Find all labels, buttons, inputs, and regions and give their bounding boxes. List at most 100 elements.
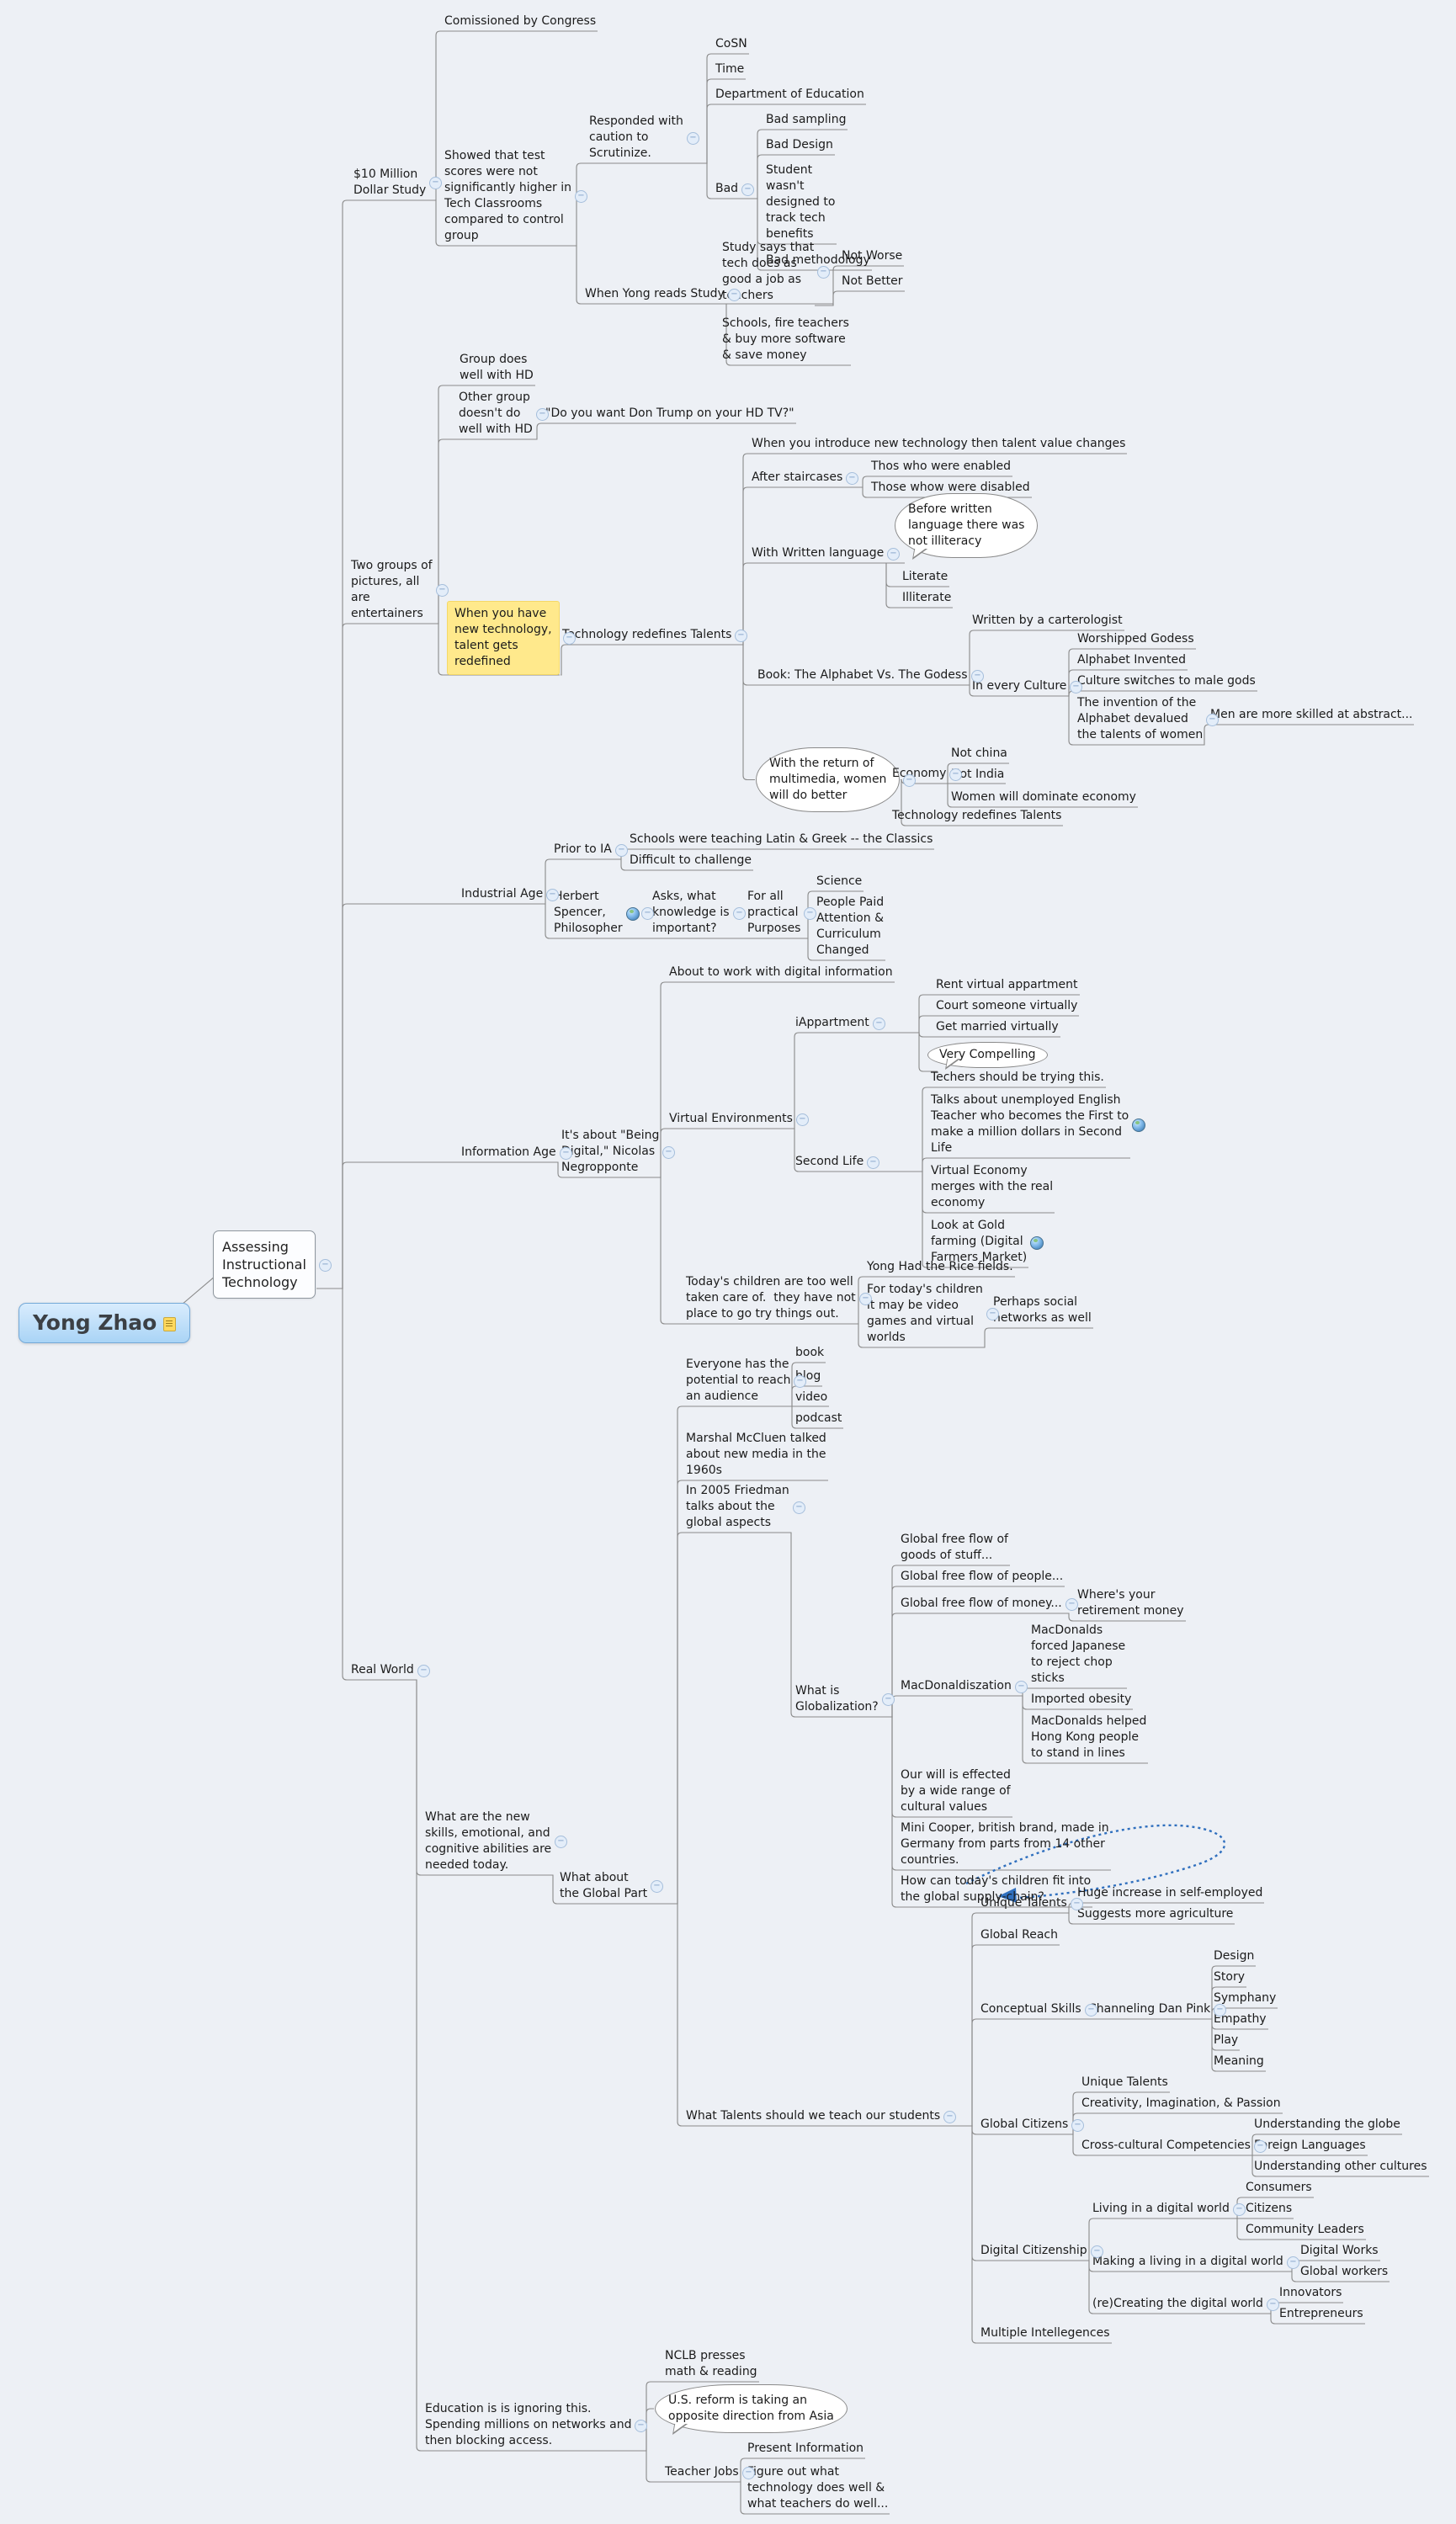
node-retn[interactable]: With the return of multimedia, women wil… — [756, 747, 901, 812]
collapse-icon-invn[interactable]: − — [1206, 713, 1219, 726]
node-inev[interactable]: In every Culture — [972, 679, 1067, 693]
globe-link-icon-herb[interactable] — [626, 906, 640, 921]
collapse-icon-tjob[interactable]: − — [742, 2466, 755, 2479]
node-stor[interactable]: Story — [1214, 1970, 1245, 1984]
globe-link-icon-talks[interactable] — [1132, 1119, 1145, 1132]
collapse-icon-mliv[interactable]: − — [1287, 2256, 1299, 2269]
node-balpha[interactable]: Book: The Alphabet Vs. The Godess — [757, 668, 968, 682]
node-wdom[interactable]: Women will dominate economy — [951, 790, 1136, 804]
node-psoc[interactable]: Perhaps social networks as well — [993, 1295, 1092, 1325]
node-cswitch[interactable]: Culture switches to male gods — [1077, 674, 1256, 688]
node-wtal[interactable]: What Talents should we teach our student… — [686, 2109, 941, 2123]
node-bstu[interactable]: Student wasn't designed to track tech be… — [766, 163, 836, 241]
collapse-icon-inev[interactable]: − — [1070, 680, 1082, 693]
note-icon[interactable] — [163, 1316, 177, 1331]
collapse-icon-iap[interactable]: − — [873, 1017, 885, 1030]
collapse-icon-balpha[interactable]: − — [971, 669, 984, 683]
node-rw[interactable]: Real World — [351, 1663, 414, 1676]
node-huge[interactable]: Huge increase in self-employed — [1077, 1886, 1263, 1900]
node-astair[interactable]: After staircases — [752, 470, 843, 484]
node-fall[interactable]: For all practical Purposes — [747, 890, 801, 935]
node-figu[interactable]: Figure out what technology does well & w… — [747, 2465, 889, 2511]
collapse-icon-edu[interactable]: − — [635, 2419, 647, 2432]
collapse-icon-retn[interactable]: − — [903, 773, 916, 787]
node-dtrump[interactable]: "Do you want Don Trump on your HD TV?" — [545, 406, 794, 420]
node-dept[interactable]: Department of Education — [715, 88, 864, 101]
node-howc[interactable]: How can today's children fit into the gl… — [901, 1874, 1092, 1904]
node-gcit[interactable]: Global Citizens — [980, 2118, 1069, 2131]
node-yrice[interactable]: Yong Had the Rice fields. — [867, 1260, 1013, 1273]
collapse-icon-ssays[interactable]: − — [817, 266, 830, 279]
node-ainv[interactable]: Alphabet Invented — [1077, 653, 1187, 667]
node-wisg[interactable]: What is Globalization? — [795, 1684, 879, 1714]
node-ppl[interactable]: People Paid Attention & Curriculum Chang… — [816, 895, 885, 957]
node-menm[interactable]: Men are more skilled at abstract... — [1210, 708, 1413, 721]
node-wher[interactable]: Where's your retirement money — [1077, 1588, 1184, 1618]
node-video[interactable]: video — [795, 1390, 828, 1404]
collapse-icon-dcit[interactable]: − — [1091, 2245, 1103, 2258]
node-flang[interactable]: Foreign Languages — [1254, 2139, 1366, 2152]
node-court[interactable]: Court someone virtually — [936, 999, 1078, 1012]
collapse-icon-pia[interactable]: − — [615, 843, 628, 857]
node-conc[interactable]: Conceptual Skills — [980, 2002, 1081, 2016]
collapse-icon-evry[interactable]: − — [794, 1374, 806, 1388]
node-ynew[interactable]: When you have new technology, talent get… — [447, 601, 560, 675]
node-cld[interactable]: Community Leaders — [1246, 2223, 1364, 2236]
node-ourw[interactable]: Our will is effected by a wide range of … — [901, 1768, 1011, 1814]
collapse-icon-liv[interactable]: − — [1233, 2203, 1246, 2216]
node-ia[interactable]: Industrial Age — [461, 887, 544, 901]
node-goods[interactable]: Global free flow of goods of stuff... — [901, 1533, 1008, 1562]
collapse-icon-chan[interactable]: − — [1214, 2003, 1226, 2017]
node-slat[interactable]: Schools were teaching Latin & Greek -- t… — [630, 832, 933, 846]
node-bad[interactable]: Bad — [715, 182, 739, 195]
node-crea[interactable]: Creativity, Imagination, & Passion — [1081, 2096, 1281, 2110]
collapse-icon-resp[interactable]: − — [687, 131, 699, 145]
node-being[interactable]: It's about "Being Digital," Nicolas Negr… — [561, 1129, 660, 1174]
collapse-icon-wtal[interactable]: − — [943, 2110, 956, 2123]
collapse-icon-tredef[interactable]: − — [735, 629, 747, 642]
node-sugg[interactable]: Suggests more agriculture — [1077, 1907, 1234, 1921]
collapse-icon-wyong[interactable]: − — [728, 288, 741, 301]
node-nskills[interactable]: What are the new skills, emotional, and … — [425, 1810, 552, 1872]
node-tdays[interactable]: Today's children are too well taken care… — [686, 1275, 856, 1320]
node-resp[interactable]: Responded with caution to Scrutinize. — [589, 114, 683, 160]
node-ftod[interactable]: For today's children it may be video gam… — [867, 1283, 983, 1344]
collapse-icon-wglob[interactable]: − — [651, 1880, 663, 1893]
node-empa[interactable]: Empathy — [1214, 2012, 1267, 2026]
node-tredef[interactable]: Technology redefines Talents — [562, 628, 732, 641]
node-wwl[interactable]: With Written language — [752, 546, 885, 560]
node-citz[interactable]: Citizens — [1246, 2202, 1293, 2215]
node-wintro[interactable]: When you introduce new technology then t… — [752, 437, 1126, 450]
node-awork[interactable]: About to work with digital information — [669, 965, 893, 979]
node-bsamp[interactable]: Bad sampling — [766, 113, 847, 126]
node-illit[interactable]: Illiterate — [902, 591, 952, 604]
node-m10[interactable]: $10 Million Dollar Study — [353, 167, 427, 197]
node-forc[interactable]: MacDonalds forced Japanese to reject cho… — [1031, 1623, 1126, 1685]
node-lit[interactable]: Literate — [902, 570, 949, 583]
node-nchina[interactable]: Not china — [951, 747, 1007, 760]
node-dwk[interactable]: Digital Works — [1300, 2244, 1379, 2257]
node-uoc[interactable]: Understanding other cultures — [1254, 2160, 1427, 2173]
node-wyong[interactable]: When Yong reads Study — [585, 287, 725, 300]
node-mliv[interactable]: Making a living in a digital world — [1092, 2255, 1283, 2268]
node-tjob[interactable]: Teacher Jobs — [665, 2465, 739, 2479]
node-book[interactable]: book — [795, 1346, 825, 1359]
node-comm[interactable]: Comissioned by Congress — [444, 14, 597, 28]
node-ssays[interactable]: Study says that tech does as good a job … — [722, 241, 815, 302]
collapse-icon-tdays[interactable]: − — [859, 1292, 872, 1305]
collapse-icon-wwl[interactable]: − — [887, 547, 900, 561]
collapse-icon-twog[interactable]: − — [436, 584, 449, 597]
node-macd[interactable]: MacDonaldiszation — [901, 1679, 1012, 1692]
node-assess[interactable]: Assessing Instructional Technology — [213, 1230, 316, 1299]
node-mony[interactable]: Global free flow of money... — [901, 1597, 1062, 1610]
node-cons[interactable]: Consumers — [1246, 2181, 1312, 2194]
collapse-icon-ynew[interactable]: − — [563, 632, 576, 645]
collapse-icon-ut1[interactable]: − — [1071, 1897, 1083, 1910]
node-asks[interactable]: Asks, what knowledge is important? — [652, 890, 730, 935]
node-gmar[interactable]: Get married virtually — [936, 1020, 1059, 1034]
node-twog[interactable]: Two groups of pictures, all are entertai… — [351, 559, 433, 620]
node-iap[interactable]: iAppartment — [795, 1016, 869, 1029]
collapse-icon-ia[interactable]: − — [546, 888, 559, 901]
collapse-icon-econ[interactable]: − — [949, 768, 962, 781]
node-pod[interactable]: podcast — [795, 1411, 842, 1425]
